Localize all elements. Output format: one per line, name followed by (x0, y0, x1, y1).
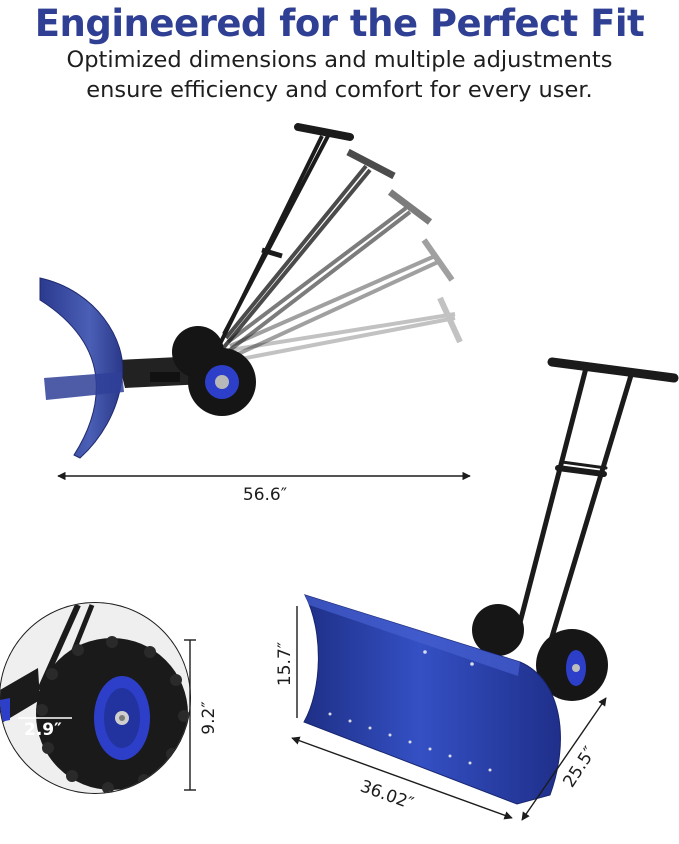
handle-position-3 (220, 189, 433, 358)
left-wheel (472, 604, 524, 656)
wheel-width-label: 2.9″ (24, 720, 62, 740)
side-view-blade (39, 277, 124, 459)
side-view-shovel (39, 123, 463, 459)
handle-position-4 (224, 238, 455, 362)
wheel-diameter-dimension: 9.2″ (184, 639, 219, 791)
blade-height-label: 15.7″ (275, 642, 295, 686)
blade-depth-label: 25.5″ (559, 743, 600, 791)
front-view-shovel (303, 357, 679, 805)
subheadline-line-2: ensure efficiency and comfort for every … (86, 77, 593, 103)
handle-position-5 (224, 296, 463, 364)
blade-width-label: 36.02″ (357, 776, 416, 814)
blade-height-dimension: 15.7″ (275, 606, 298, 718)
overall-length-label: 56.6″ (243, 485, 287, 505)
overall-length-dimension: 56.6″ (57, 471, 471, 505)
handle-position-2 (218, 148, 396, 354)
handle-position-1 (216, 123, 354, 349)
headline: Engineered for the Perfect Fit (34, 2, 645, 45)
wheel-detail-inset: 2.9″ (0, 602, 191, 794)
subheadline-line-1: Optimized dimensions and multiple adjust… (66, 47, 613, 73)
wheel-diameter-label: 9.2″ (199, 701, 219, 734)
